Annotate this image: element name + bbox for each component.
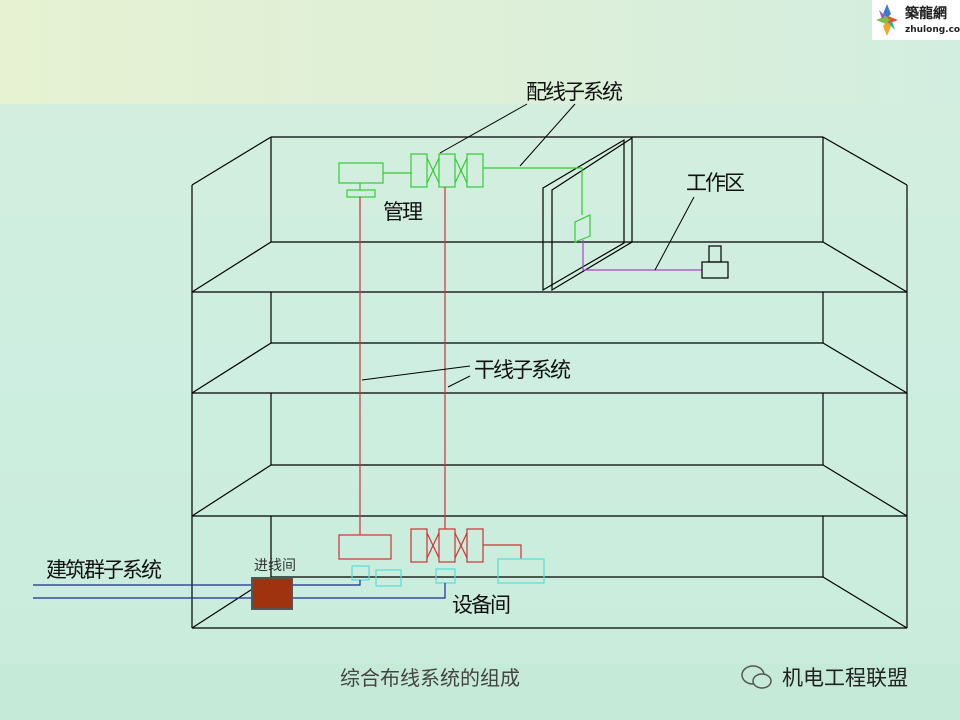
partition-wall — [542, 136, 633, 292]
zhulong-logo: 築龍網 zhulong.com — [872, 0, 960, 40]
top-band — [0, 0, 960, 104]
label-horizontal-subsystem: 配线子系统 — [526, 80, 623, 104]
label-management: 管理 — [383, 200, 423, 224]
watermark: 机电工程联盟 — [740, 662, 908, 692]
wechat-icon — [741, 665, 772, 689]
logo-name: 築龍網 — [905, 6, 947, 22]
caption: 综合布线系统的组成 — [340, 666, 520, 690]
label-backbone-subsystem: 干线子系统 — [474, 358, 571, 382]
logo-domain: zhulong.com — [905, 25, 960, 35]
equipment-units — [351, 558, 545, 587]
label-entrance-room: 进线间 — [254, 558, 296, 574]
label-equipment-room: 设备间 — [452, 593, 511, 617]
backbone-cabling — [338, 187, 522, 563]
work-area-cabling — [582, 240, 702, 271]
terminal-device — [701, 245, 729, 279]
bottom-band — [0, 664, 960, 720]
building-frame — [191, 136, 908, 629]
entrance-box — [251, 577, 293, 610]
horizontal-cabling — [338, 153, 591, 243]
logo-flower-icon — [876, 4, 898, 36]
label-campus-subsystem: 建筑群子系统 — [46, 558, 162, 582]
leader-lines — [361, 103, 695, 388]
campus-cabling — [33, 580, 446, 599]
label-work-area: 工作区 — [686, 171, 745, 195]
watermark-text: 机电工程联盟 — [782, 666, 908, 690]
